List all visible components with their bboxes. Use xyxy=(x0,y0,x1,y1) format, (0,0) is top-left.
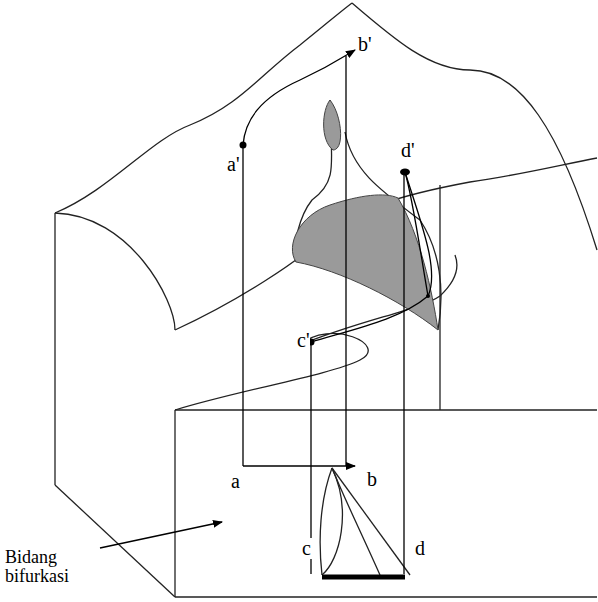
axis-label: b xyxy=(366,469,378,490)
axis-label: a xyxy=(230,471,241,492)
point-label: b' xyxy=(357,34,373,55)
axis-label: c xyxy=(301,538,312,559)
point-label: c' xyxy=(296,330,310,351)
plane-label: Bidang bifurkasi xyxy=(4,548,96,586)
point-label: a' xyxy=(226,154,240,175)
point-label: d' xyxy=(400,140,416,161)
axis-label: d xyxy=(414,538,426,559)
